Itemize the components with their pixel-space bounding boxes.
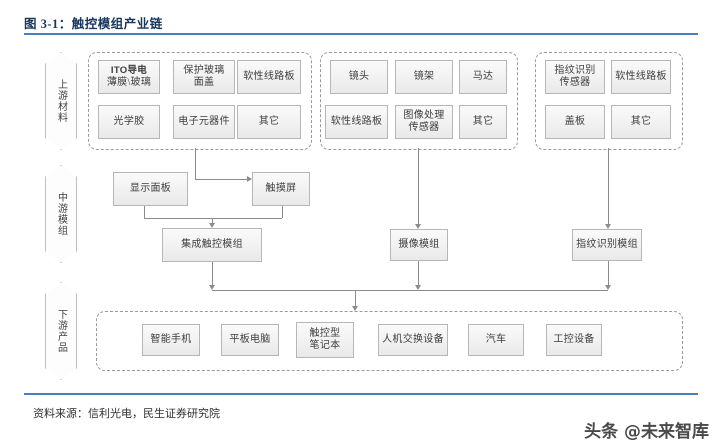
connector-fingerprint-down bbox=[608, 261, 609, 285]
arrow-into-touchscreen bbox=[247, 175, 252, 182]
material-fingerprint-sensor-line1: 指纹识别 bbox=[554, 64, 596, 76]
connector-display-down bbox=[144, 206, 145, 218]
material-image-sensor-line2: 传感器 bbox=[408, 122, 440, 133]
module-touch-screen-label: 触摸屏 bbox=[265, 182, 297, 194]
product-tablet[interactable]: 平板电脑 bbox=[221, 324, 279, 356]
module-touch-screen[interactable]: 触摸屏 bbox=[252, 172, 310, 206]
stage-label-upstream: 上游材料 bbox=[45, 52, 77, 150]
material-image-sensor[interactable]: 图像处理 传感器 bbox=[395, 105, 453, 139]
product-smartphone-label: 智能手机 bbox=[150, 333, 192, 345]
material-electronic-components[interactable]: 电子元器件 bbox=[173, 105, 235, 139]
product-hmi-device-label: 人机交换设备 bbox=[382, 333, 444, 345]
material-cover-glass-line2: 面盖 bbox=[193, 77, 215, 88]
arrow-into-camera-module bbox=[414, 224, 421, 229]
product-touch-laptop[interactable]: 触控型 笔记本 bbox=[296, 322, 354, 358]
connector-downstream-bus bbox=[212, 290, 608, 291]
connector-merge-bus bbox=[144, 218, 282, 219]
title-divider bbox=[24, 33, 698, 35]
material-fingerprint-sensor[interactable]: 指纹识别 传感器 bbox=[545, 60, 605, 94]
arrow-into-integrated-touch bbox=[208, 223, 215, 228]
module-display-panel-label: 显示面板 bbox=[129, 182, 172, 194]
material-ito-film-glass[interactable]: ITO导电 薄膜\玻璃 bbox=[98, 60, 160, 94]
material-cover-plate-label: 盖板 bbox=[564, 115, 586, 127]
material-lens-label: 镜头 bbox=[348, 70, 370, 82]
module-display-panel[interactable]: 显示面板 bbox=[113, 172, 188, 206]
product-touch-laptop-line1: 触控型 bbox=[309, 327, 341, 339]
material-cover-plate[interactable]: 盖板 bbox=[545, 105, 605, 139]
material-fpc-touch-label: 软性线路板 bbox=[243, 70, 295, 82]
module-integrated-touch[interactable]: 集成触控模组 bbox=[162, 228, 262, 262]
material-motor[interactable]: 马达 bbox=[459, 60, 507, 94]
material-electronic-components-label: 电子元器件 bbox=[178, 115, 230, 127]
material-fpc-camera-label: 软性线路板 bbox=[330, 115, 383, 127]
module-camera[interactable]: 摄像模组 bbox=[390, 229, 448, 261]
module-integrated-touch-label: 集成触控模组 bbox=[181, 238, 243, 250]
material-fpc-camera[interactable]: 软性线路板 bbox=[325, 105, 388, 139]
material-optical-adhesive[interactable]: 光学胶 bbox=[98, 105, 160, 139]
material-optical-adhesive-label: 光学胶 bbox=[113, 115, 145, 127]
product-hmi-device[interactable]: 人机交换设备 bbox=[378, 324, 448, 356]
connector-touchscreen-down bbox=[282, 206, 283, 218]
product-industrial-control-label: 工控设备 bbox=[553, 333, 595, 345]
arrow-into-fingerprint-module bbox=[604, 224, 611, 229]
page-title: 图 3-1：触控模组产业链 bbox=[24, 17, 163, 31]
material-cover-glass[interactable]: 保护玻璃 面盖 bbox=[173, 60, 235, 94]
connector-touchmat-down bbox=[195, 148, 196, 179]
arrow-fingerprint-to-bus bbox=[604, 285, 611, 290]
material-other-fingerprint[interactable]: 其它 bbox=[611, 105, 671, 139]
material-other-touch[interactable]: 其它 bbox=[237, 105, 301, 139]
product-tablet-label: 平板电脑 bbox=[229, 333, 271, 345]
material-other-fingerprint-label: 其它 bbox=[630, 115, 652, 127]
material-ito-film-glass-line1: ITO导电 bbox=[110, 64, 148, 76]
module-fingerprint-label: 指纹识别模组 bbox=[576, 238, 638, 250]
stage-label-midstream-text: 中游模组 bbox=[55, 192, 67, 236]
arrow-integrated-to-bus bbox=[208, 285, 215, 290]
stage-label-downstream-text: 下游产品 bbox=[55, 309, 67, 353]
footer-divider bbox=[24, 393, 698, 395]
module-camera-label: 摄像模组 bbox=[398, 238, 440, 250]
connector-camera-down bbox=[418, 261, 419, 285]
product-automotive[interactable]: 汽车 bbox=[468, 324, 524, 356]
material-lens[interactable]: 镜头 bbox=[330, 60, 388, 94]
connector-merge-down bbox=[212, 218, 213, 224]
product-automotive-label: 汽车 bbox=[485, 333, 507, 345]
material-motor-label: 马达 bbox=[472, 70, 494, 82]
connector-touchmat-right bbox=[195, 179, 247, 180]
material-fpc-touch[interactable]: 软性线路板 bbox=[237, 60, 301, 94]
connector-fpmat-down bbox=[608, 148, 609, 224]
material-lens-holder[interactable]: 镜架 bbox=[395, 60, 453, 94]
material-other-camera-label: 其它 bbox=[472, 115, 494, 127]
arrow-into-downstream bbox=[351, 306, 358, 311]
upstream-group-camera-materials bbox=[320, 52, 518, 150]
connector-integrated-down bbox=[212, 262, 213, 285]
material-lens-holder-label: 镜架 bbox=[413, 70, 435, 82]
material-fpc-fingerprint-label: 软性线路板 bbox=[615, 70, 667, 82]
upstream-group-touch-materials bbox=[88, 52, 312, 150]
stage-label-midstream: 中游模组 bbox=[45, 165, 77, 263]
downstream-group bbox=[96, 311, 683, 371]
source-note: 资料来源：信利光电，民生证券研究院 bbox=[33, 408, 220, 420]
material-fingerprint-sensor-line2: 传感器 bbox=[559, 77, 591, 88]
module-fingerprint[interactable]: 指纹识别模组 bbox=[572, 229, 642, 261]
product-industrial-control[interactable]: 工控设备 bbox=[546, 324, 602, 356]
connector-bus-down bbox=[355, 290, 356, 306]
material-other-camera[interactable]: 其它 bbox=[459, 105, 507, 139]
material-fpc-fingerprint[interactable]: 软性线路板 bbox=[611, 60, 671, 94]
material-image-sensor-line1: 图像处理 bbox=[403, 109, 445, 121]
upstream-group-fingerprint-materials bbox=[535, 52, 683, 150]
connector-cameramat-down bbox=[418, 148, 419, 224]
stage-label-downstream: 下游产品 bbox=[45, 282, 77, 380]
product-smartphone[interactable]: 智能手机 bbox=[142, 324, 200, 356]
stage-label-upstream-text: 上游材料 bbox=[55, 79, 67, 123]
material-ito-film-glass-line2: 薄膜\玻璃 bbox=[106, 77, 152, 88]
material-other-touch-label: 其它 bbox=[258, 115, 280, 127]
material-cover-glass-line1: 保护玻璃 bbox=[183, 64, 225, 76]
watermark: 头条 @未来智库 bbox=[584, 422, 709, 442]
arrow-camera-to-bus bbox=[414, 285, 421, 290]
product-touch-laptop-line2: 笔记本 bbox=[309, 340, 341, 351]
